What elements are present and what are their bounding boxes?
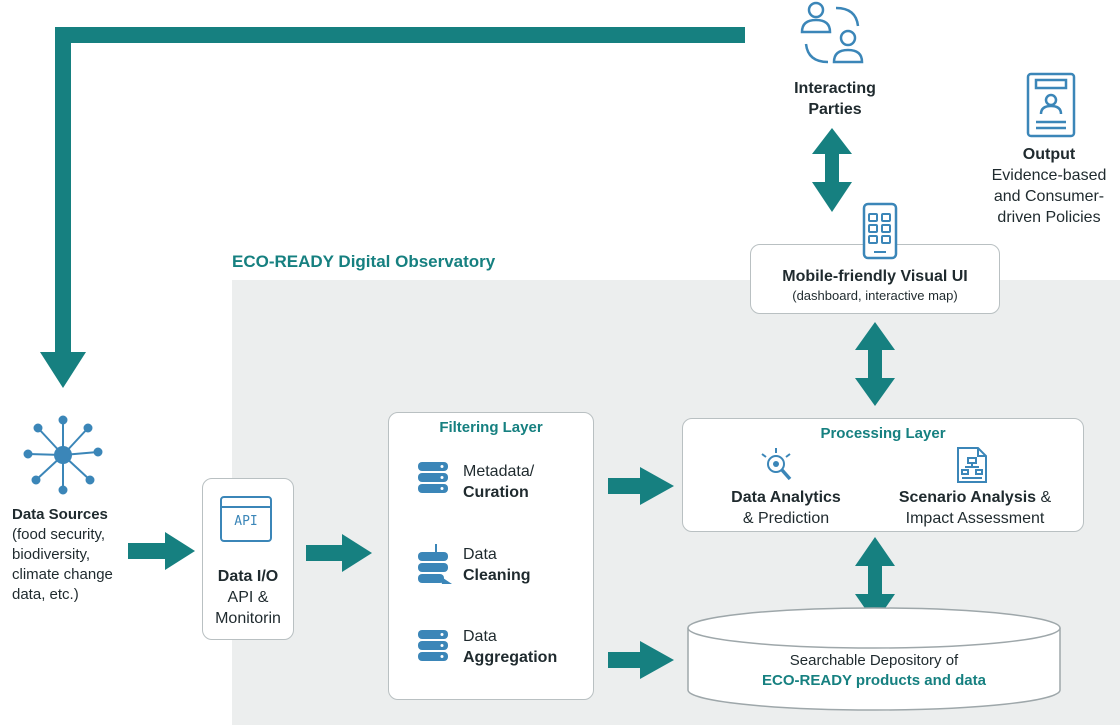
arrow-sources-io-shaft xyxy=(128,543,168,559)
mobile-phone-icon xyxy=(862,202,898,260)
observatory-title: ECO-READY Digital Observatory xyxy=(232,252,496,271)
data-io-text: Data I/O API & Monitorin xyxy=(215,568,281,627)
feedback-line-horizontal xyxy=(55,27,745,43)
database-icon xyxy=(418,462,448,493)
feedback-line-vertical xyxy=(55,27,71,357)
filtering-layer-title: Filtering Layer xyxy=(439,419,543,436)
filter-item-aggregation: Data Aggregation xyxy=(463,628,558,666)
data-io-box xyxy=(202,478,294,640)
filter-item-cleaning: Data Cleaning xyxy=(463,546,531,584)
data-analytics-label: Data Analytics & Prediction xyxy=(731,489,841,527)
arrow-processing-repo-head-up xyxy=(855,537,895,566)
arrow-filtering-processing-shaft xyxy=(608,478,644,494)
processing-layer-box xyxy=(682,418,1084,532)
arrow-filtering-processing-head xyxy=(640,467,674,505)
database-icon xyxy=(418,630,448,661)
output-label: Output Evidence-based and Consumer- driv… xyxy=(991,146,1107,226)
feedback-arrowhead xyxy=(40,352,86,388)
arrow-io-filtering-shaft xyxy=(306,545,346,561)
arrow-ui-processing-head-up xyxy=(855,322,895,350)
analytics-magnifier-icon xyxy=(761,448,792,481)
processing-layer-title: Processing Layer xyxy=(820,425,946,442)
data-sources-label: Data Sources (food security, biodiversit… xyxy=(12,506,113,603)
arrow-filtering-repo-head xyxy=(640,641,674,679)
mobile-ui-text: Mobile-friendly Visual UI (dashboard, in… xyxy=(782,268,968,303)
arrow-sources-io-head xyxy=(165,532,195,570)
policy-document-icon xyxy=(1026,72,1076,138)
arrow-processing-repo-shaft xyxy=(868,562,882,602)
network-hub-icon xyxy=(23,415,103,495)
arrow-filtering-repo-shaft xyxy=(608,652,644,668)
repository-text: Searchable Depository of ECO-READY produ… xyxy=(762,652,986,689)
scenario-document-icon xyxy=(957,447,987,483)
arrow-io-filtering-head xyxy=(342,534,372,572)
people-exchange-icon xyxy=(800,1,864,64)
arrow-parties-ui-head-up xyxy=(812,128,852,154)
scenario-analysis-label: Scenario Analysis & Impact Assessment xyxy=(898,489,1052,527)
arrow-parties-ui-head-down xyxy=(812,182,852,212)
arrow-ui-processing-head-down xyxy=(855,378,895,406)
api-icon: API xyxy=(220,496,272,542)
arrow-ui-processing-shaft xyxy=(868,345,882,385)
filter-item-metadata: Metadata/ Curation xyxy=(463,463,535,501)
database-clean-icon xyxy=(418,544,452,584)
arrow-parties-ui-shaft xyxy=(825,148,839,188)
repository-cylinder xyxy=(687,607,1061,711)
interacting-parties-label: Interacting Parties xyxy=(794,80,876,118)
